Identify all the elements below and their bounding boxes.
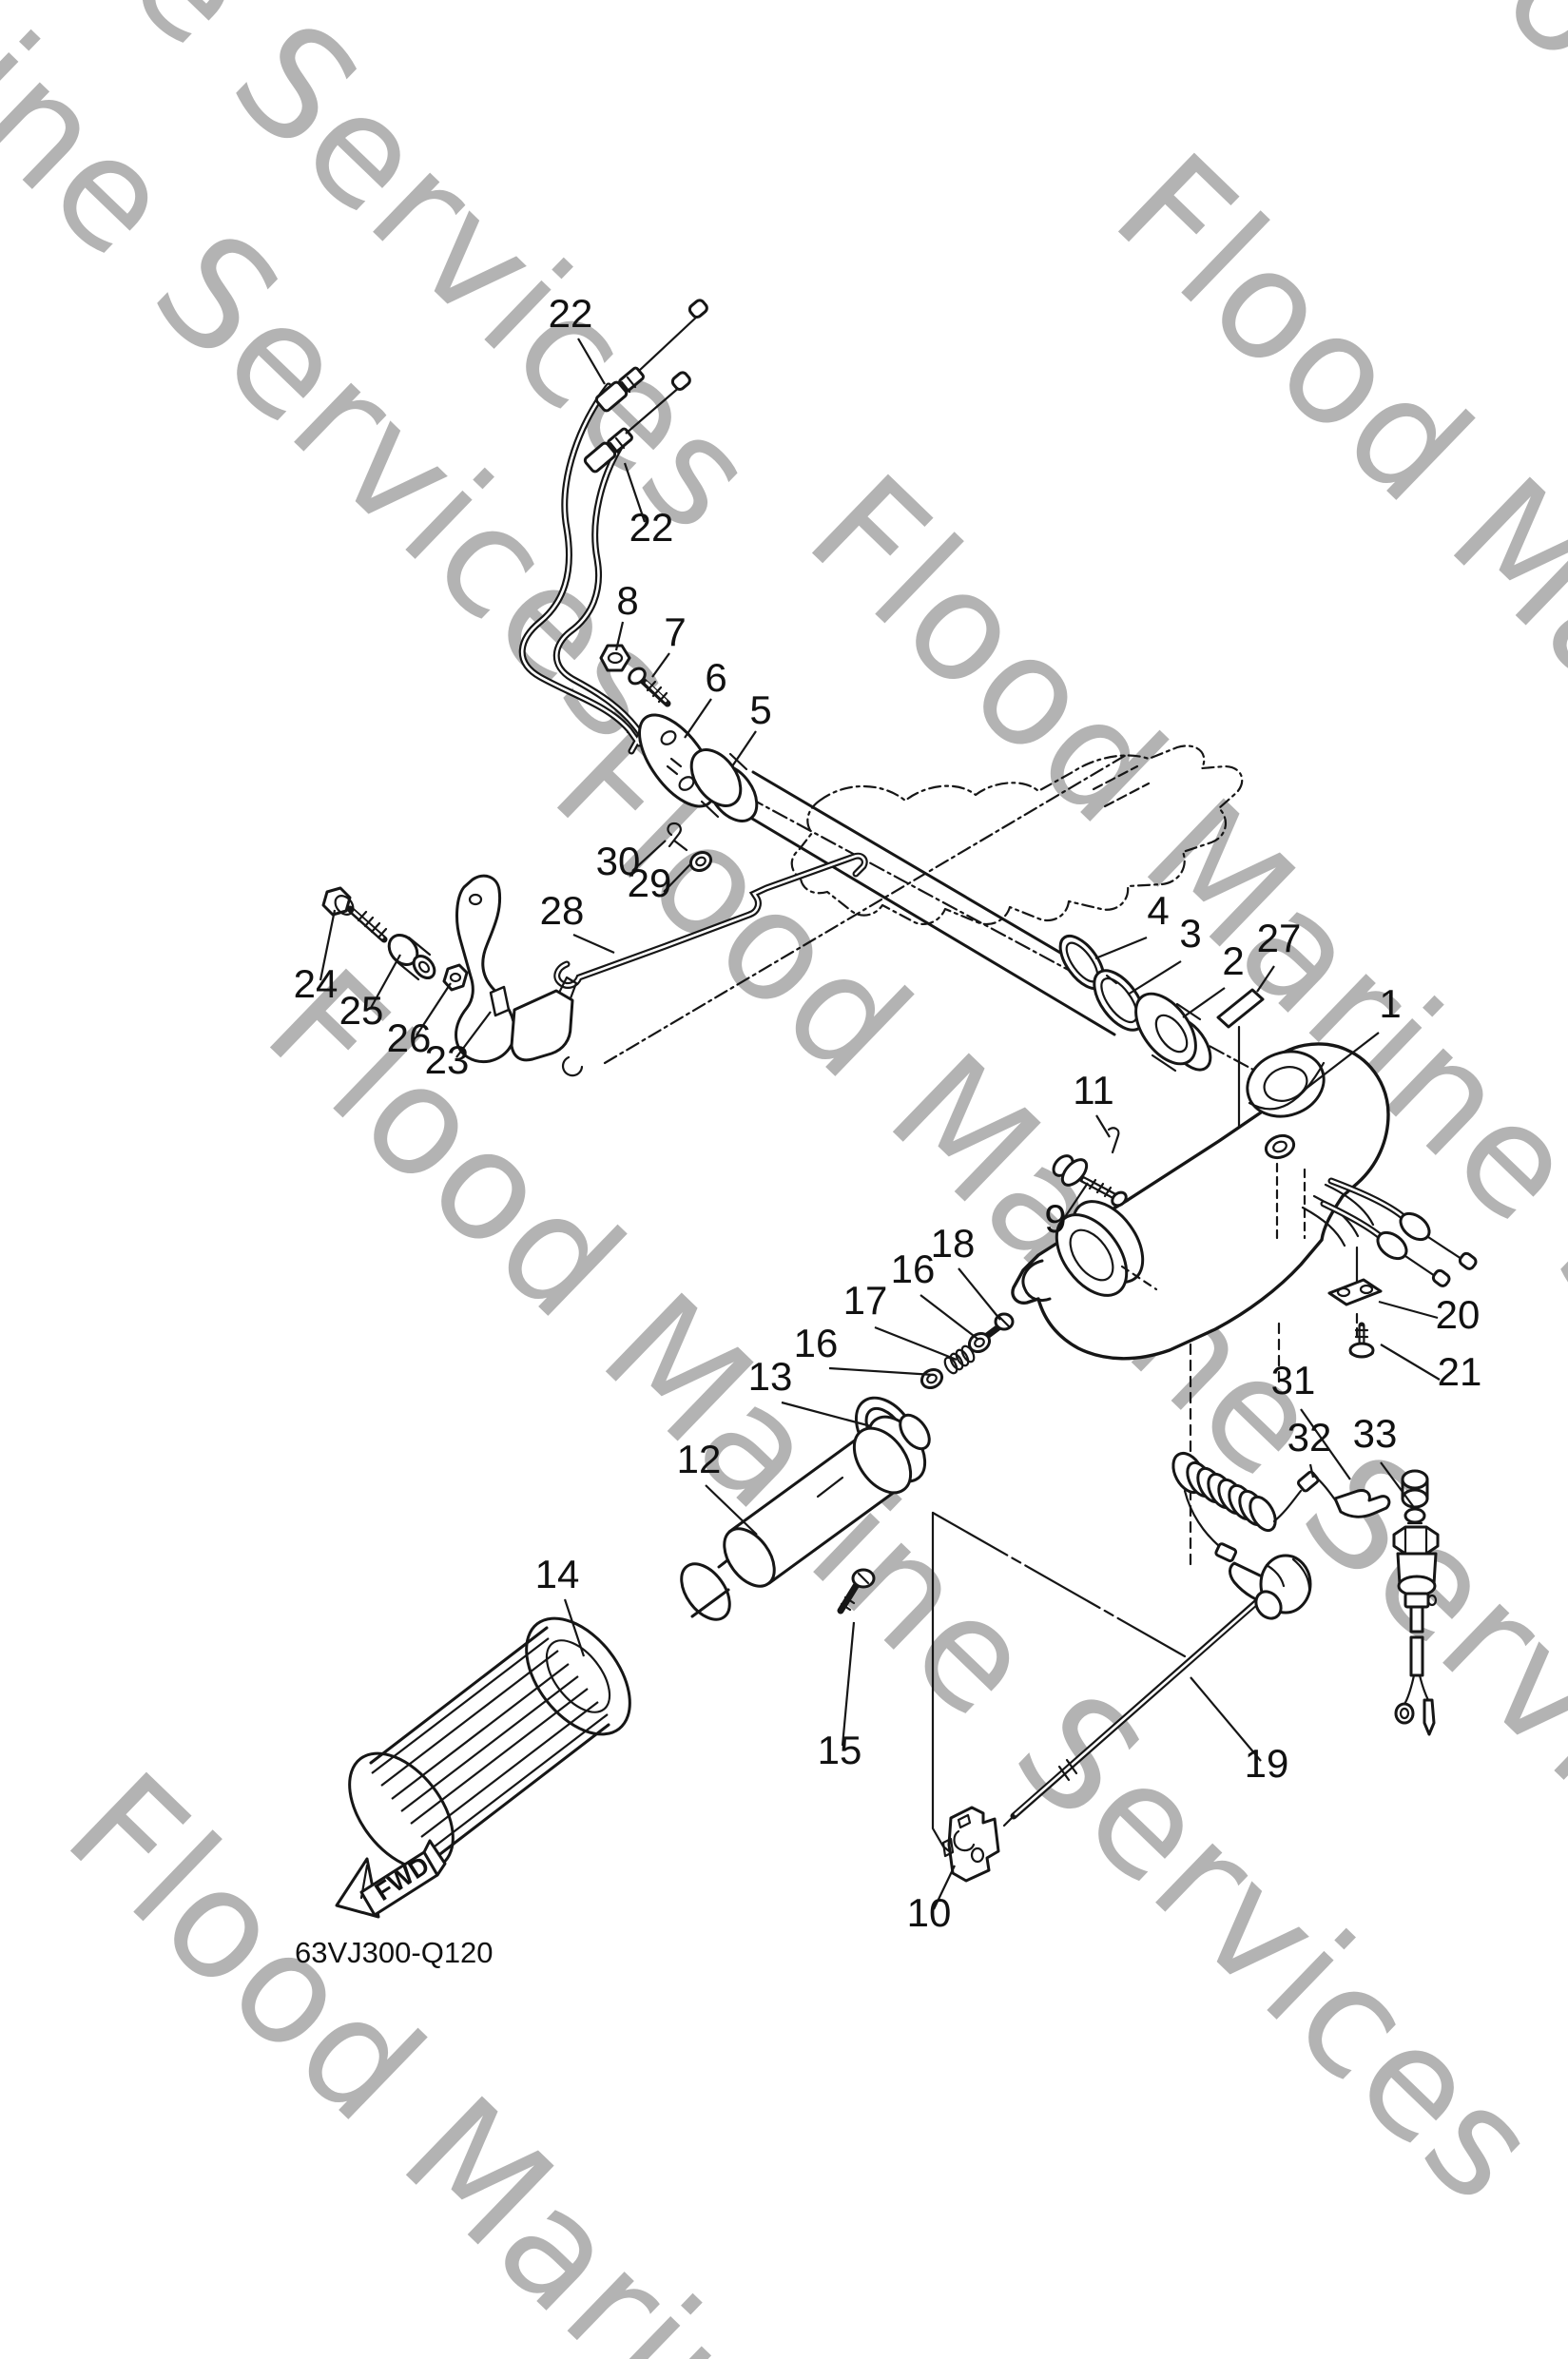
bolt-24 (321, 886, 388, 943)
throttle-rod-28 (553, 852, 868, 989)
callout-4: 4 (1147, 888, 1169, 933)
callout-30: 30 (596, 839, 641, 883)
callout-17: 17 (843, 1278, 888, 1323)
callout-6: 6 (705, 655, 726, 700)
callout-1: 1 (1379, 981, 1401, 1026)
callout-5: 5 (749, 687, 771, 732)
callout-22-a: 22 (549, 291, 593, 336)
tiller-handle-body-1 (1011, 1042, 1390, 1361)
callout-26: 26 (387, 1015, 432, 1060)
cable-clamp-20 (1327, 1278, 1383, 1306)
pin-11 (1107, 1127, 1120, 1154)
bolt-7 (628, 667, 671, 707)
screw-21 (1348, 1322, 1375, 1359)
callout-12: 12 (677, 1437, 722, 1481)
callout-29: 29 (628, 860, 672, 905)
callout-22-b: 22 (629, 505, 674, 550)
diagram-code: 63VJ300-Q120 (295, 1936, 494, 1969)
callout-27: 27 (1257, 916, 1302, 960)
steering-tube (736, 770, 1133, 1036)
callout-3: 3 (1179, 911, 1201, 956)
steering-shaft-12 (680, 1413, 931, 1621)
callout-15: 15 (818, 1728, 862, 1772)
callout-28: 28 (540, 888, 585, 933)
stop-switch-31 (1392, 1469, 1440, 1736)
washer-16-b (920, 1367, 944, 1390)
nut-26 (442, 963, 469, 992)
leader-lines (319, 338, 1441, 1910)
nut-8 (599, 644, 631, 672)
callout-2: 2 (1222, 938, 1244, 983)
callout-labels: 22 22 8 7 6 5 30 29 28 24 25 26 23 4 3 2… (294, 291, 1482, 1935)
engine-bracket-ghost (790, 744, 1244, 926)
callout-18: 18 (931, 1221, 976, 1266)
callout-31: 31 (1271, 1358, 1316, 1402)
callout-10: 10 (907, 1890, 952, 1935)
callout-16-a: 16 (891, 1247, 936, 1291)
switch-bracket-10 (941, 1806, 1000, 1883)
callout-9: 9 (1044, 1196, 1066, 1241)
washer-29 (688, 850, 713, 873)
callout-32: 32 (1287, 1415, 1332, 1460)
callout-19: 19 (1245, 1741, 1289, 1786)
collar-5 (689, 748, 759, 822)
cable-adjuster (583, 371, 691, 474)
callout-8: 8 (616, 578, 638, 623)
callout-33: 33 (1353, 1411, 1398, 1456)
bushing-2 (1134, 992, 1212, 1073)
callout-14: 14 (535, 1552, 580, 1596)
callout-16-b: 16 (794, 1321, 839, 1365)
bushing-25 (387, 934, 436, 981)
callout-23: 23 (425, 1037, 470, 1082)
clip-30 (667, 822, 688, 852)
callout-25: 25 (339, 988, 384, 1033)
throttle-cables-22 (518, 299, 708, 755)
callout-13: 13 (748, 1354, 793, 1399)
screw-18 (983, 1312, 1015, 1340)
friction-bolt-9 (1052, 1154, 1128, 1208)
shift-lever-23 (455, 874, 584, 1077)
callout-7: 7 (664, 609, 686, 654)
handle-cables (1320, 1177, 1478, 1287)
callout-24: 24 (294, 961, 339, 1006)
screw-15 (837, 1568, 876, 1615)
throttle-grip-14 (348, 1616, 631, 1871)
callout-20: 20 (1436, 1292, 1481, 1337)
spring-17 (943, 1344, 976, 1375)
callout-11: 11 (1073, 1068, 1114, 1112)
cable-adjuster (594, 299, 708, 413)
key-27 (1216, 988, 1265, 1029)
friction-rod-19 (1002, 1554, 1312, 1827)
callout-21: 21 (1438, 1349, 1482, 1394)
